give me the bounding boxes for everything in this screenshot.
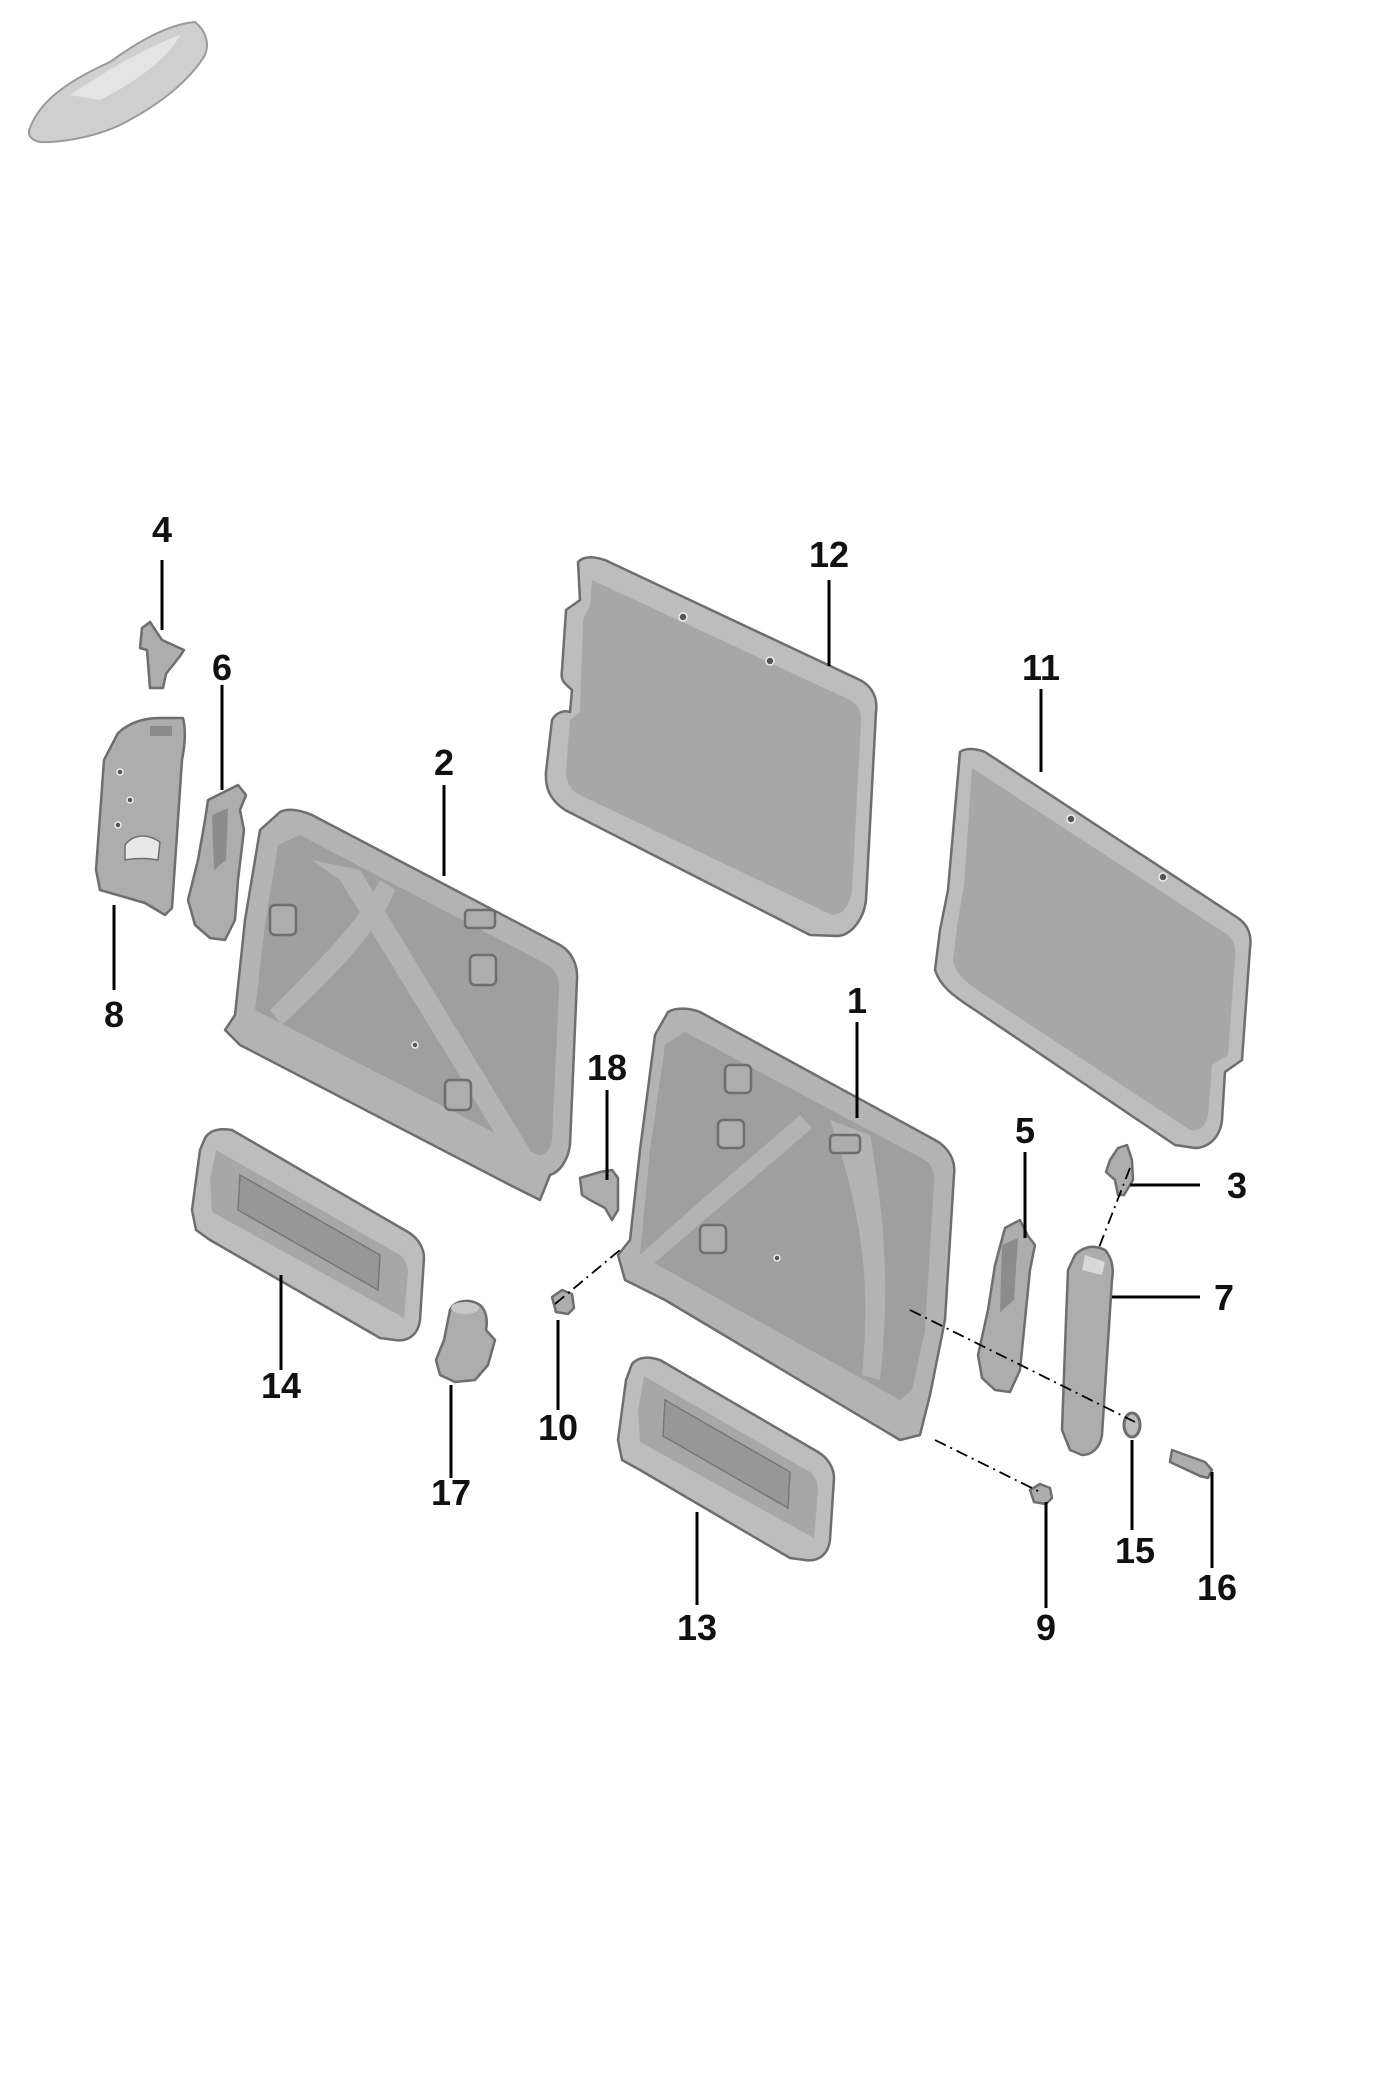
callout-15: 15 — [1115, 1530, 1155, 1571]
callout-6: 6 — [212, 647, 232, 688]
callout-13: 13 — [677, 1607, 717, 1648]
callout-5: 5 — [1015, 1110, 1035, 1151]
callout-12: 12 — [809, 534, 849, 575]
part-5-latch-mechanism[interactable] — [976, 1218, 1037, 1394]
part-9-fastener[interactable] — [1028, 1482, 1054, 1506]
part-6-latch-mechanism[interactable] — [186, 783, 248, 942]
part-1-backrest-frame[interactable] — [616, 1007, 956, 1442]
callout-9: 9 — [1036, 1607, 1056, 1648]
part-11-backrest-panel[interactable] — [933, 747, 1252, 1150]
callout-11: 11 — [1022, 647, 1060, 688]
car-silhouette-icon — [27, 20, 208, 144]
part-4-clip[interactable] — [138, 620, 186, 690]
callout-3: 3 — [1227, 1165, 1247, 1206]
callout-17: 17 — [431, 1472, 471, 1513]
part-3-clip[interactable] — [1104, 1143, 1135, 1197]
part-8-side-cover[interactable] — [94, 716, 187, 917]
callout-18: 18 — [587, 1047, 627, 1088]
part-14-cushion-pad[interactable] — [190, 1128, 426, 1342]
part-13-cushion-pad[interactable] — [616, 1356, 836, 1562]
leader-lines — [112, 560, 1214, 1608]
callout-10: 10 — [538, 1407, 578, 1448]
callout-4: 4 — [152, 509, 172, 550]
part-12-backrest-panel[interactable] — [544, 556, 878, 938]
assembly-lines — [554, 1167, 1136, 1493]
part-18-bracket[interactable] — [578, 1168, 620, 1222]
callout-8: 8 — [104, 994, 124, 1035]
callout-1: 1 — [847, 980, 867, 1021]
part-2-backrest-frame[interactable] — [223, 808, 579, 1202]
part-7-side-cover[interactable] — [1060, 1245, 1114, 1457]
part-10-clip[interactable] — [550, 1288, 576, 1316]
callout-2: 2 — [434, 742, 454, 783]
part-17-cap[interactable] — [434, 1299, 497, 1384]
part-16-bolt[interactable] — [1168, 1448, 1214, 1480]
callout-16: 16 — [1197, 1567, 1237, 1608]
callout-7: 7 — [1214, 1277, 1234, 1318]
callout-14: 14 — [261, 1365, 301, 1406]
part-15-ring[interactable] — [1122, 1411, 1142, 1439]
callout-labels: 4 6 2 12 11 1 8 18 5 3 7 14 17 10 13 9 1… — [104, 509, 1247, 1648]
